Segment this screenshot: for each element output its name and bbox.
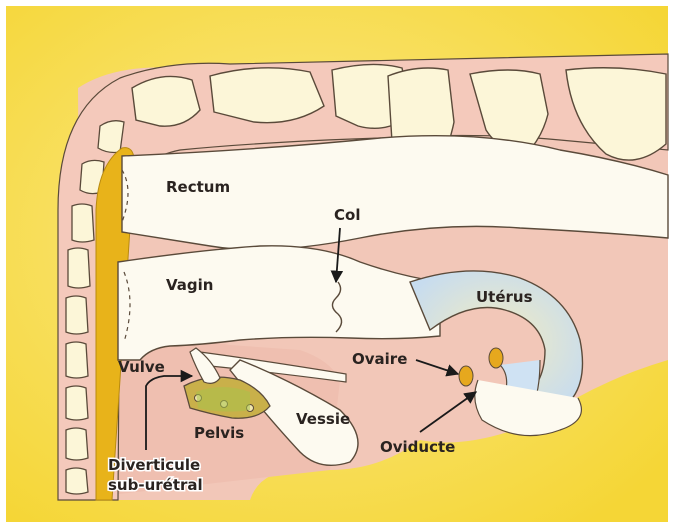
- label-ovaire: Ovaire: [352, 350, 407, 368]
- label-vagin: Vagin: [166, 276, 213, 294]
- ovary-right: [489, 348, 503, 368]
- label-oviducte: Oviducte: [380, 438, 455, 456]
- label-vessie: Vessie: [296, 410, 350, 428]
- label-diverticule-line2: sub-urétral: [108, 476, 203, 494]
- label-rectum: Rectum: [166, 178, 230, 196]
- ovary-left: [459, 366, 473, 386]
- label-col: Col: [334, 206, 360, 224]
- pelvis-highlight: [196, 387, 250, 412]
- label-vulve: Vulve: [118, 358, 165, 376]
- label-pelvis: Pelvis: [194, 424, 244, 442]
- label-uterus: Utérus: [476, 288, 533, 306]
- label-diverticule-line1: Diverticule: [108, 456, 200, 474]
